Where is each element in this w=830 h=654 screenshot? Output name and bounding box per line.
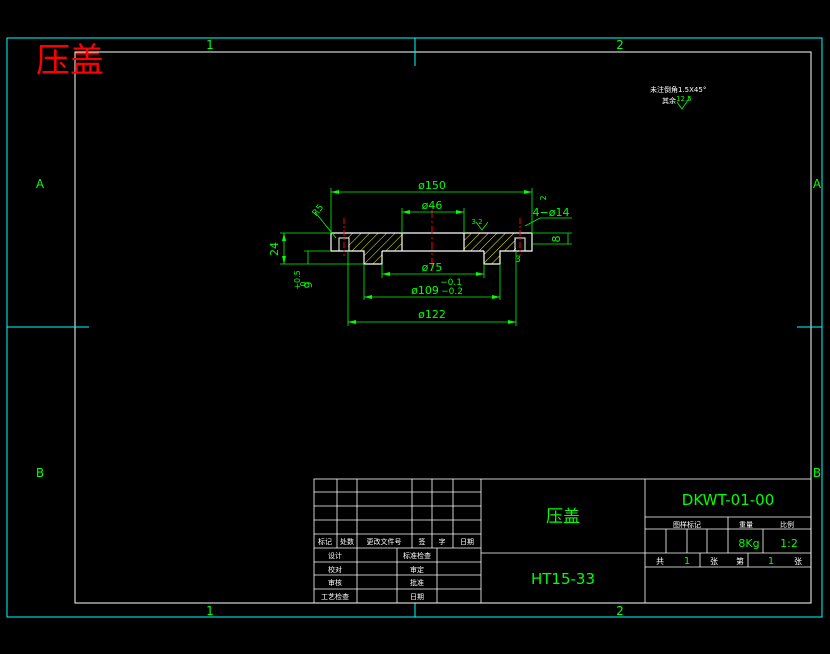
dim-chamfer-3: 3 — [515, 255, 521, 265]
outline-left — [330, 233, 383, 265]
dim-d109-tol-lower: −0.2 — [441, 287, 463, 297]
title-weight: 8Kg — [738, 537, 759, 550]
zone-col-2-top: 2 — [616, 38, 624, 52]
dim-h9-tol-upper: +0.5 — [293, 270, 302, 289]
dim-h9-tol-lower: 0 — [299, 281, 308, 286]
lbl-date: 日期 — [410, 593, 424, 601]
zone-col-1-bottom: 1 — [206, 604, 214, 618]
outline-right — [483, 233, 533, 265]
label-sheet-no-prefix: 第 — [736, 556, 744, 566]
chamfer-note: 未注倒角1.5X45° — [650, 85, 706, 94]
dim-d46: ø46 — [422, 199, 443, 212]
zone-row-b-left: B — [36, 466, 44, 480]
dimension-arrows — [282, 190, 532, 324]
hdr-char: 字 — [439, 537, 446, 546]
sheet-no: 1 — [768, 556, 774, 567]
dim-h8: 8 — [550, 236, 563, 243]
label-weight: 重量 — [739, 521, 753, 529]
hdr-count: 处数 — [340, 537, 354, 546]
hatch-left — [348, 233, 402, 264]
roughness-label: 其余 — [662, 96, 676, 105]
dim-d150: ø150 — [418, 179, 446, 192]
zone-row-a-left: A — [36, 177, 45, 191]
lbl-process: 工艺检查 — [321, 592, 349, 601]
hatch-right — [464, 233, 516, 264]
lbl-review: 审核 — [328, 578, 342, 587]
zone-row-b-right: B — [813, 466, 821, 480]
roughness-symbol-icon — [676, 96, 691, 110]
sheet-total: 1 — [684, 556, 690, 567]
label-drawing-mark: 图样标记 — [673, 520, 701, 529]
lbl-design: 设计 — [328, 551, 342, 560]
label-sheet-total-prefix: 共 — [656, 557, 664, 566]
dim-chamfer-2: 2 — [539, 195, 548, 200]
lbl-approve: 批准 — [410, 578, 424, 587]
dim-slope: 3.2 — [471, 218, 482, 226]
zone-col-2-bottom: 2 — [616, 604, 624, 618]
lbl-approve-review: 审定 — [410, 565, 424, 574]
dim-d75: ø75 — [422, 261, 443, 274]
dim-h24: 24 — [268, 242, 281, 256]
lbl-std-check: 标准检查 — [403, 551, 431, 560]
dim-h9: 9 — [302, 282, 315, 289]
title-material: HT15-33 — [531, 570, 595, 588]
title-block — [313, 478, 812, 604]
section-view — [330, 210, 533, 272]
dim-4-d14: 4−ø14 — [533, 206, 570, 219]
title-part-name: 压盖 — [546, 507, 580, 527]
dim-d109: ø109 — [411, 284, 439, 297]
hdr-sign: 签 — [419, 537, 426, 546]
zone-row-a-right: A — [813, 177, 822, 191]
hdr-mark: 标记 — [318, 537, 332, 546]
title-scale: 1:2 — [780, 537, 798, 550]
dim-d122: ø122 — [418, 308, 446, 321]
surface-note: 未注倒角1.5X45° 其余 12.5 — [650, 85, 706, 110]
title-drawing-no: DKWT-01-00 — [682, 491, 774, 509]
roughness-value: 12.5 — [676, 95, 692, 103]
label-scale: 比例 — [780, 520, 794, 529]
label-sheet-no-suffix: 张 — [794, 557, 802, 566]
zone-col-1-top: 1 — [206, 38, 214, 52]
dim-d109-tol-upper: −0.1 — [440, 278, 462, 288]
label-sheet-total-suffix: 张 — [710, 557, 718, 566]
hdr-change-doc: 更改文件号 — [367, 537, 402, 546]
lbl-check: 校对 — [328, 565, 342, 574]
page-title: 压盖 — [36, 41, 104, 81]
hdr-date: 日期 — [460, 538, 474, 546]
